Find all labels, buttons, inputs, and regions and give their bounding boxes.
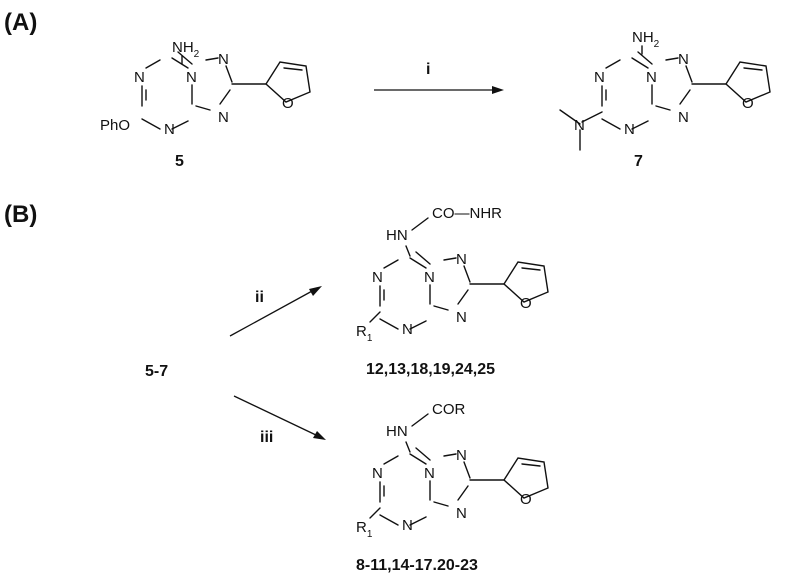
atom-n5: N: [456, 309, 467, 326]
structure-compound-7: NH2 N N N N N N O 7: [559, 29, 771, 170]
atom-n2: N: [424, 269, 435, 286]
triazolotriazine-core: [559, 51, 727, 151]
atom-phenoxy: PhO: [100, 117, 130, 134]
furan-ring: O: [503, 261, 549, 312]
furan-ring: O: [503, 457, 549, 508]
atom-n3: N: [678, 51, 689, 68]
atom-acyl: COR: [432, 401, 466, 418]
furan-ring: O: [725, 61, 771, 112]
reagent-label-ii: ii: [255, 289, 264, 306]
atom-hn: HN: [386, 227, 408, 244]
reaction-arrow-i: i: [374, 61, 504, 94]
reagent-label-i: i: [426, 61, 430, 78]
atom-furan-oxygen: O: [282, 95, 294, 112]
triazolotriazine-core: [369, 251, 505, 330]
compound-label-5: 5: [175, 153, 184, 170]
compound-label-7: 7: [634, 153, 643, 170]
atom-n1: N: [372, 269, 383, 286]
reagent-label-iii: iii: [260, 429, 273, 446]
reaction-arrow-iii: iii: [233, 395, 326, 446]
furan-ring: O: [265, 61, 311, 112]
atom-amine: NH2: [172, 39, 200, 60]
atom-urea-chain: CO—NHR: [432, 205, 502, 222]
atom-hn: HN: [386, 423, 408, 440]
atom-r1: R1: [356, 323, 373, 344]
atom-n2: N: [186, 69, 197, 86]
compound-label-5-7: 5-7: [145, 363, 168, 380]
atom-n4: N: [402, 517, 413, 534]
atom-n3: N: [218, 51, 229, 68]
atom-n2: N: [646, 69, 657, 86]
atom-n2: N: [424, 465, 435, 482]
atom-n5: N: [218, 109, 229, 126]
atom-n1: N: [372, 465, 383, 482]
structure-urea-series: HN CO—NHR N N N N N R1 O: [356, 205, 549, 344]
panel-label-b: (B): [4, 201, 37, 228]
atom-r1: R1: [356, 519, 373, 540]
atom-amine: NH2: [632, 29, 660, 50]
atom-n1: N: [134, 69, 145, 86]
structure-compound-5: NH2 N N N N N PhO O 5: [100, 39, 311, 170]
triazolotriazine-core: [369, 447, 505, 526]
atom-n4: N: [624, 121, 635, 138]
atom-n3: N: [456, 251, 467, 268]
reaction-arrow-ii: ii: [229, 286, 322, 337]
atom-furan-oxygen: O: [520, 491, 532, 508]
panel-label-a: (A): [4, 9, 37, 36]
atom-dimethylamino-n: N: [574, 117, 585, 134]
triazolotriazine-core: [141, 51, 267, 130]
compound-label-urea-series: 12,13,18,19,24,25: [366, 361, 495, 378]
atom-n1: N: [594, 69, 605, 86]
atom-furan-oxygen: O: [742, 95, 754, 112]
atom-n3: N: [456, 447, 467, 464]
atom-n5: N: [456, 505, 467, 522]
atom-furan-oxygen: O: [520, 295, 532, 312]
atom-n5: N: [678, 109, 689, 126]
atom-n4: N: [164, 121, 175, 138]
atom-n4: N: [402, 321, 413, 338]
compound-label-amide-series: 8-11,14-17.20-23: [356, 557, 478, 574]
structure-amide-series: HN COR N N N N N R1 O: [356, 401, 549, 540]
